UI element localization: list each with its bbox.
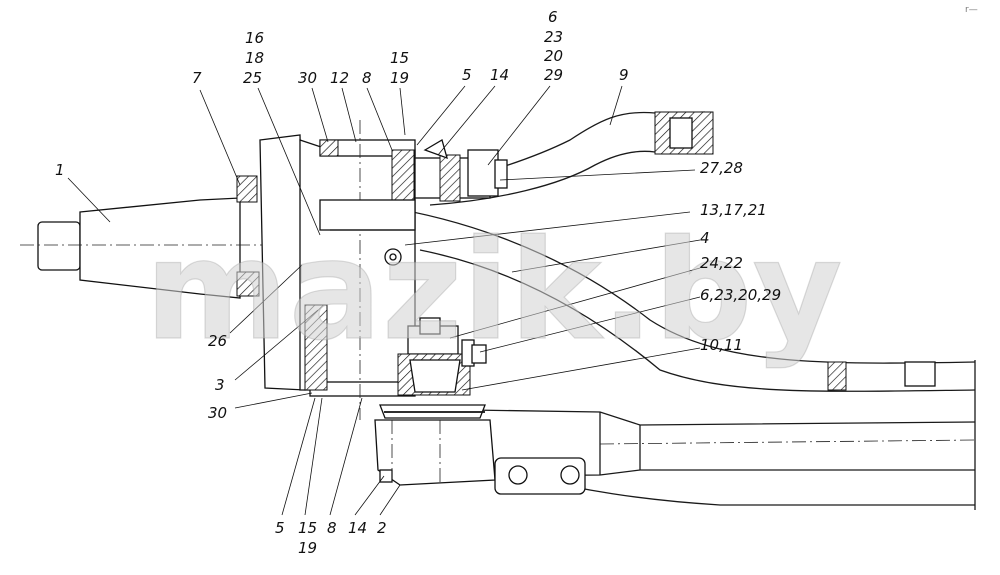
callout-20-top: 20 [544, 47, 563, 65]
callout-10-11: 10,11 [700, 336, 743, 354]
callout-1: 1 [55, 161, 65, 179]
callout-26: 26 [208, 332, 227, 350]
callout-15-bottom: 15 [298, 519, 317, 537]
steering-arm-9 [419, 111, 714, 206]
callout-29-top: 29 [544, 66, 563, 84]
callout-2: 2 [377, 519, 387, 537]
knuckle-body [259, 120, 416, 420]
callout-30-left: 30 [208, 404, 227, 422]
leader-lines [67, 85, 701, 516]
callout-15-top: 15 [390, 49, 409, 67]
callout-18: 18 [245, 49, 264, 67]
watermark: mazik.by [145, 210, 842, 371]
callout-27-28: 27,28 [700, 159, 743, 177]
callout-3: 3 [215, 376, 225, 394]
callout-7: 7 [192, 69, 202, 87]
callout-labels: 1 7 16 18 25 30 12 8 15 19 5 14 6 23 20 … [55, 5, 978, 557]
callout-23-top: 23 [544, 28, 563, 46]
corner-mark: r— [965, 5, 978, 15]
callout-13-17-21: 13,17,21 [700, 201, 767, 219]
callout-4: 4 [700, 229, 710, 247]
callout-16: 16 [245, 29, 264, 47]
callout-6-23-20-29-right: 6,23,20,29 [700, 286, 781, 304]
callout-25: 25 [243, 69, 262, 87]
callout-5-bottom: 5 [275, 519, 285, 537]
callout-9: 9 [619, 66, 629, 84]
lower-pivot [374, 317, 586, 495]
callout-12: 12 [330, 69, 349, 87]
callout-8-top: 8 [362, 69, 372, 87]
callout-14-top: 14 [490, 66, 509, 84]
callout-14-bottom: 14 [348, 519, 367, 537]
callout-6-top: 6 [548, 8, 558, 26]
spindle-1 [20, 175, 340, 299]
callout-30-top: 30 [298, 69, 317, 87]
callout-5-top: 5 [462, 66, 472, 84]
callout-24-22: 24,22 [700, 254, 743, 272]
callout-8-bottom: 8 [327, 519, 337, 537]
callout-19-bottom: 19 [298, 539, 317, 557]
callout-19-top: 19 [390, 69, 409, 87]
upper-boss [414, 139, 508, 202]
tie-rod-link [329, 199, 976, 392]
